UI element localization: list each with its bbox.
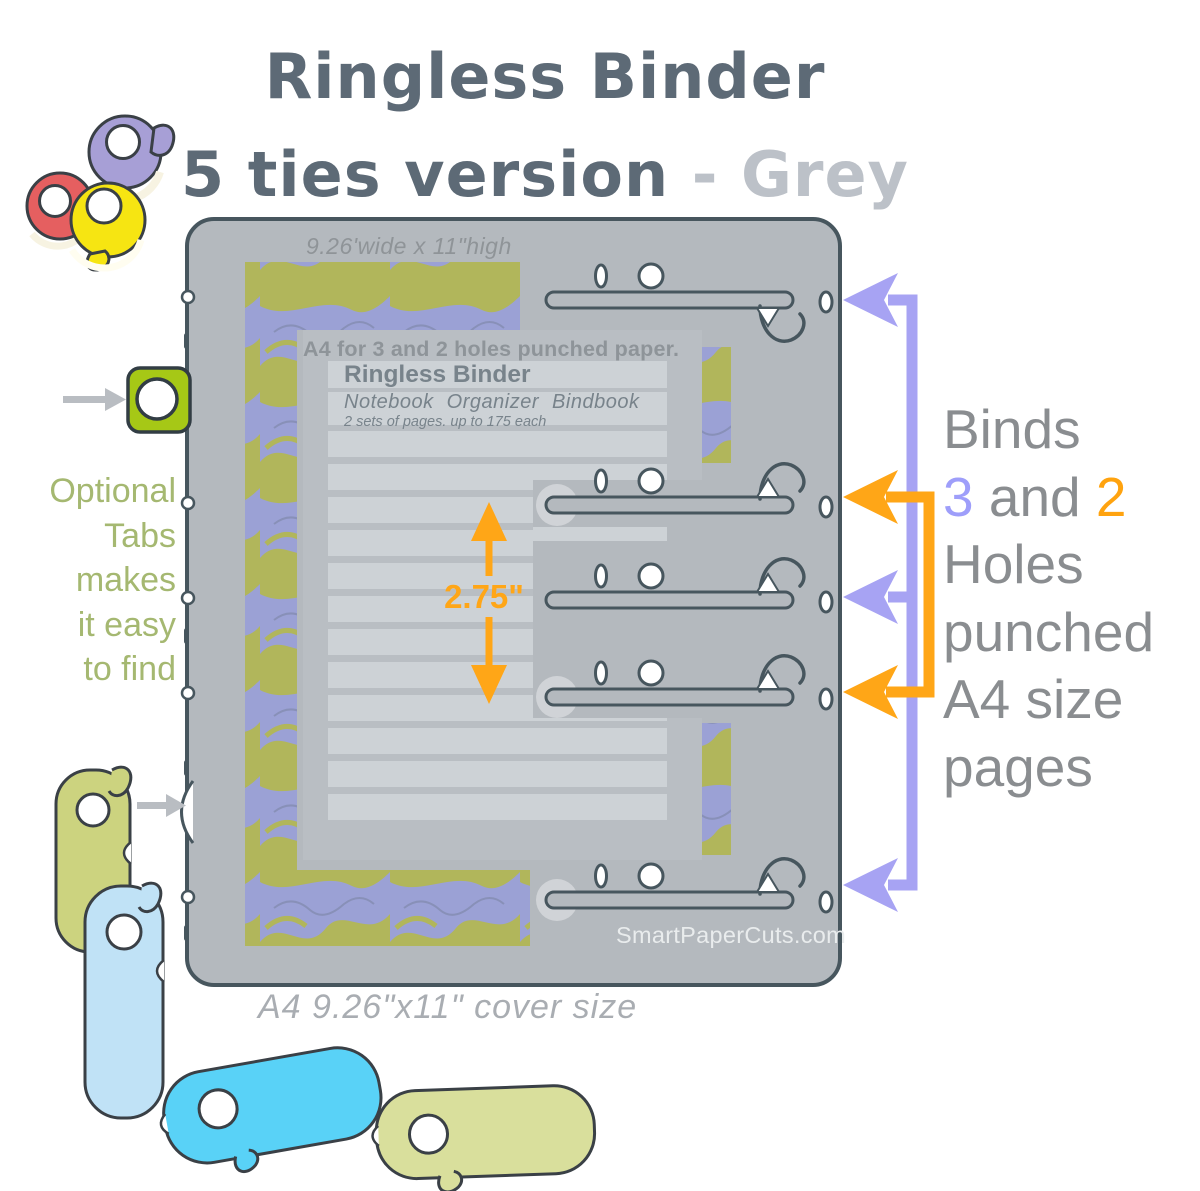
tie-5: [544, 857, 834, 914]
tab-lightblue-tall: [83, 881, 165, 1120]
tab-green-edge: [126, 366, 192, 434]
binds-note: Binds 3 and 2 Holes punched A4 size page…: [943, 396, 1154, 801]
inner-page-title: Ringless Binder: [344, 361, 531, 388]
cover-size-caption: A4 9.26"x11" cover size: [258, 988, 638, 1026]
tab-cyan-horizontal: [159, 1046, 383, 1174]
tie-spacing-label: 2.75": [444, 578, 524, 615]
optional-tabs-line: Optional: [49, 472, 176, 510]
measure-arrow: [471, 502, 507, 704]
binds-note-line: pages: [943, 735, 1093, 798]
tie-4: [544, 654, 834, 711]
spine-notches: [180, 289, 196, 941]
grey-pointer-arrows: [63, 388, 186, 817]
binds-note-line: Holes: [943, 533, 1084, 595]
website-label: SmartPaperCuts.com: [616, 922, 847, 948]
optional-tabs-line: Tabs: [104, 516, 176, 555]
binds-note-line: Binds: [943, 398, 1081, 460]
tie-1: [544, 262, 834, 343]
optional-tabs-line: to find: [83, 650, 176, 688]
optional-tabs-line: it easy: [77, 605, 176, 644]
binds-note-line: A4 size: [943, 668, 1124, 730]
page-title-line2: 5 ties version - Grey: [100, 138, 990, 211]
inner-page-subtitle: Notebook Organizer Bindbook: [344, 391, 640, 413]
inner-page-note: 2 sets of pages. up to 175 each: [344, 414, 547, 430]
purple-arrow-1: [843, 273, 898, 327]
page-title-line1: Ringless Binder: [264, 40, 826, 113]
and-word: and: [973, 465, 1096, 528]
tie-2: [544, 462, 834, 519]
purple-bracket: [843, 273, 918, 912]
marbled-paper: [245, 262, 731, 946]
optional-tabs-line: makes: [75, 561, 176, 599]
tab-cluster: [25, 114, 176, 272]
optional-tabs-note: Optional Tabs makes it easy to find: [0, 469, 176, 692]
paper-compatibility-note: A4 for 3 and 2 holes punched paper.: [303, 337, 680, 361]
purple-arrow-3: [843, 858, 898, 912]
title-version: 5 ties version: [181, 138, 692, 211]
three-holes-number: 3: [943, 465, 974, 528]
title-color-variant: - Grey: [691, 138, 909, 211]
tab-pale-olive-horizontal: [371, 1084, 597, 1191]
orange-bracket: [843, 470, 935, 719]
purple-arrow-2: [843, 570, 898, 624]
tab-yellow: [69, 181, 147, 272]
two-holes-number: 2: [1095, 465, 1127, 528]
binds-note-line: punched: [943, 600, 1155, 663]
tie-3: [544, 557, 834, 614]
binds-note-line: 3 and 2: [943, 464, 1154, 532]
orange-arrow-1: [843, 470, 898, 524]
orange-arrow-2: [843, 665, 898, 719]
binder-dimension-note: 9.26'wide x 11"high: [306, 233, 512, 259]
